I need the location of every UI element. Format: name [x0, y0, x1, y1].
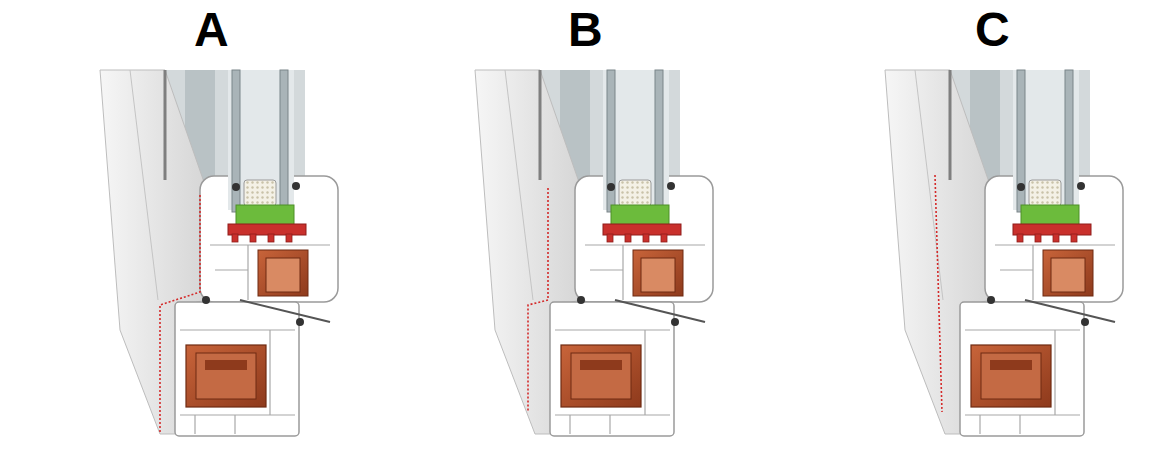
profile-section [100, 70, 338, 436]
profile-section [475, 70, 713, 436]
red-dotted-line [160, 175, 942, 432]
panel-letter: A [194, 4, 229, 56]
panel-letter: C [975, 4, 1010, 56]
panel-letter: B [568, 4, 603, 56]
profile-section [885, 70, 1123, 436]
